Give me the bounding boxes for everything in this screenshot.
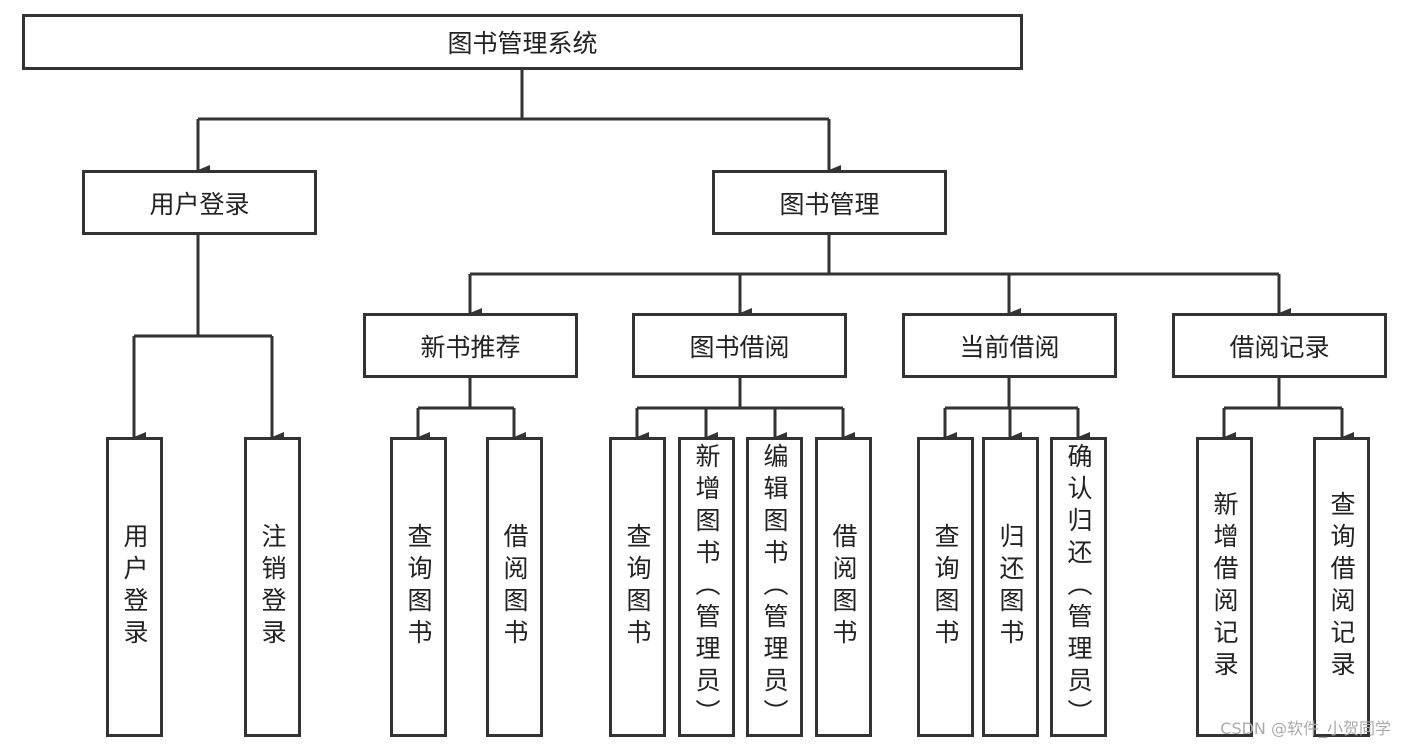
leaf-label: 用户登录 [120,523,149,651]
node-label: 借阅记录 [1229,332,1330,362]
leaf-label: 查询图书 [404,523,433,651]
node-book-management: 图书管理 [712,170,947,235]
node-user-login: 用户登录 [82,170,317,235]
leaf-node: 编辑图书（管理员） [746,437,803,737]
node-current-borrow: 当前借阅 [902,313,1117,378]
leaf-node: 查询图书 [609,437,666,737]
leaf-label: 新增图书（管理员） [692,443,721,731]
leaf-node: 查询图书 [390,437,447,737]
node-new-book-recommend: 新书推荐 [363,313,578,378]
leaf-node: 新增借阅记录 [1196,437,1253,737]
node-borrow-records: 借阅记录 [1172,313,1387,378]
leaf-label: 注销登录 [258,523,287,651]
leaf-node: 查询图书 [917,437,974,737]
leaf-node: 查询借阅记录 [1313,437,1370,737]
watermark: CSDN @软件_小贺同学 [1220,719,1391,738]
leaf-label: 新增借阅记录 [1210,491,1239,683]
node-label: 图书借阅 [689,332,790,362]
root-node: 图书管理系统 [22,14,1023,70]
leaf-label: 编辑图书（管理员） [760,443,789,731]
leaf-label: 借阅图书 [829,523,858,651]
leaf-node: 借阅图书 [815,437,872,737]
leaf-label: 确认归还（管理员） [1064,443,1093,731]
node-label: 用户登录 [149,189,250,219]
leaf-label: 借阅图书 [500,523,529,651]
leaf-label: 归还图书 [996,523,1025,651]
node-label: 图书管理 [779,189,880,219]
leaf-node: 确认归还（管理员） [1050,437,1107,737]
node-label: 新书推荐 [420,332,521,362]
leaf-label: 查询借阅记录 [1327,491,1356,683]
leaf-label: 查询图书 [623,523,652,651]
node-label: 当前借阅 [959,332,1060,362]
leaf-node: 借阅图书 [486,437,543,737]
leaf-node: 用户登录 [106,437,163,737]
node-book-borrow: 图书借阅 [632,313,847,378]
root-label: 图书管理系统 [447,29,598,58]
leaf-node: 注销登录 [244,437,301,737]
leaf-label: 查询图书 [931,523,960,651]
leaf-node: 归还图书 [982,437,1039,737]
leaf-node: 新增图书（管理员） [678,437,735,737]
